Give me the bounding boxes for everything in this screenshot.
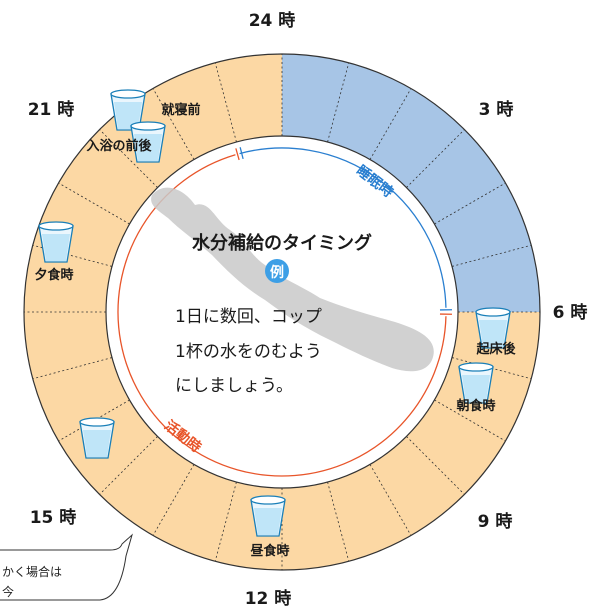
timing-label-bath: 入浴の前後: [86, 138, 152, 154]
hour-label-21: 21 時: [28, 99, 75, 120]
body-line-1: 1日に数回、コップ: [175, 307, 322, 327]
body-line-2: 1杯の水をのむよう: [175, 342, 322, 362]
timing-label-bedtime: 就寝前: [161, 102, 200, 118]
body-line-3: にしましょう。: [175, 376, 293, 396]
hour-label-6: 6 時: [553, 302, 588, 323]
timing-label-wake: 起床後: [475, 341, 516, 357]
example-badge: 例: [270, 264, 284, 281]
hour-label-9: 9 時: [478, 511, 513, 532]
water-cup-icon: [39, 222, 73, 262]
note-line-2: 今: [2, 584, 14, 599]
timing-label-lunch: 昼食時: [250, 543, 289, 559]
water-cup-icon: [459, 363, 493, 403]
hour-label-12: 12 時: [245, 588, 292, 609]
hour-label-24: 24 時: [249, 10, 296, 31]
water-cup-icon: [251, 496, 285, 536]
timing-label-breakfast: 朝食時: [456, 398, 495, 414]
hour-label-15: 15 時: [30, 507, 77, 528]
diagram-title: 水分補給のタイミング: [192, 232, 372, 254]
note-line-1: かく場合は: [2, 564, 62, 579]
water-cup-icon: [80, 418, 114, 458]
timing-label-dinner: 夕食時: [34, 267, 73, 283]
hour-label-3: 3 時: [479, 99, 514, 120]
